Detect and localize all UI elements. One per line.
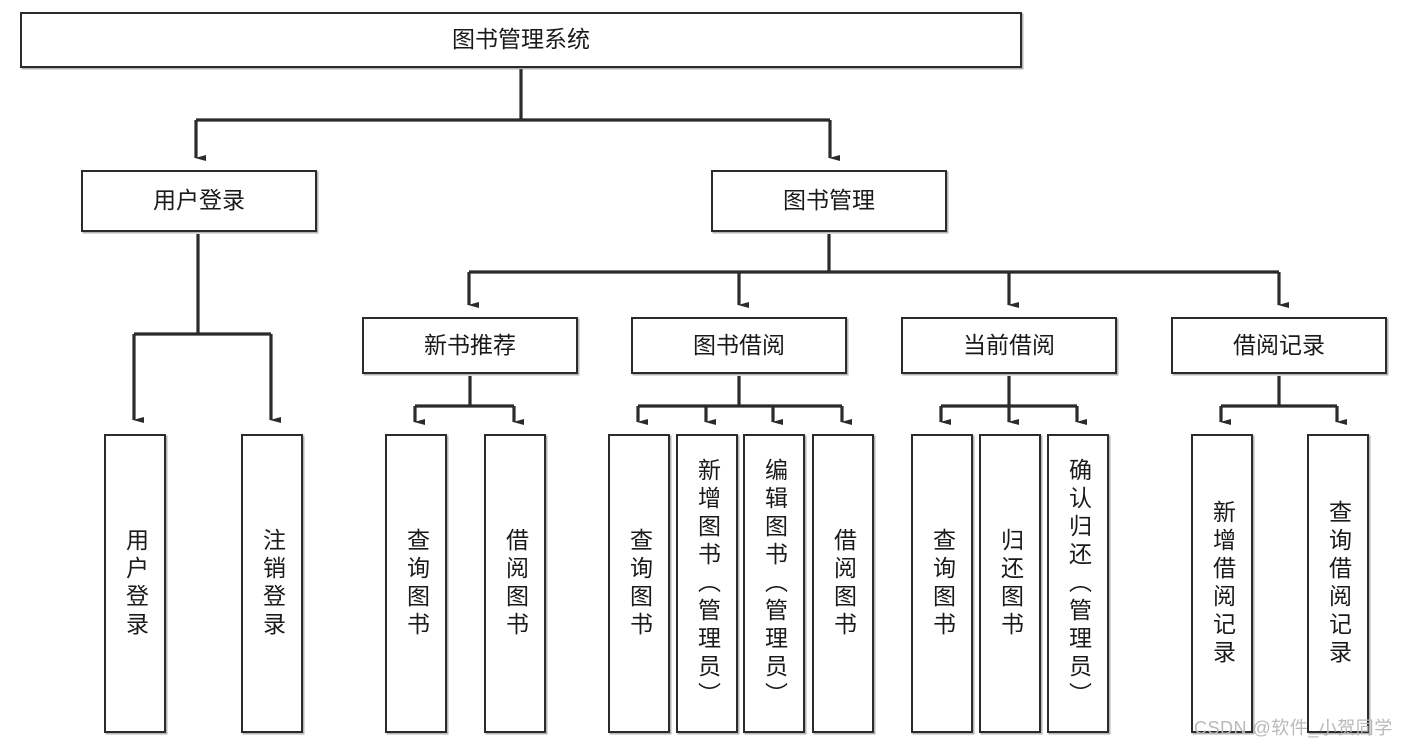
node-leaf-confirm-return-label: 确认归还（管理员）: [1065, 457, 1092, 710]
csdn-watermark: CSDN @软件_小贺同学: [1194, 718, 1393, 738]
node-leaf-confirm-return[interactable]: 确认归还（管理员）: [1047, 434, 1109, 733]
node-leaf-query-record-label: 查询借阅记录: [1325, 499, 1352, 668]
node-user-login[interactable]: 用户登录: [81, 170, 317, 232]
node-user-login-label: 用户登录: [153, 187, 245, 214]
node-leaf-query-book-1[interactable]: 查询图书: [385, 434, 447, 733]
node-leaf-query-book-2[interactable]: 查询图书: [608, 434, 670, 733]
node-leaf-user-login[interactable]: 用户登录: [104, 434, 166, 733]
node-new-book-recommend-label: 新书推荐: [424, 331, 516, 358]
node-leaf-user-logout-label: 注销登录: [259, 527, 286, 640]
node-leaf-query-book-3[interactable]: 查询图书: [911, 434, 973, 733]
node-borrow-record[interactable]: 借阅记录: [1171, 317, 1387, 374]
node-leaf-add-book-label: 新增图书（管理员）: [694, 457, 721, 710]
node-current-borrow[interactable]: 当前借阅: [901, 317, 1117, 374]
node-book-borrow[interactable]: 图书借阅: [631, 317, 847, 374]
node-root[interactable]: 图书管理系统: [20, 12, 1022, 68]
node-leaf-return-book[interactable]: 归还图书: [979, 434, 1041, 733]
node-leaf-add-book[interactable]: 新增图书（管理员）: [676, 434, 738, 733]
node-leaf-query-book-1-label: 查询图书: [403, 527, 430, 640]
node-leaf-borrow-book-1[interactable]: 借阅图书: [484, 434, 546, 733]
node-leaf-query-book-2-label: 查询图书: [626, 527, 653, 640]
node-leaf-borrow-book-2-label: 借阅图书: [830, 527, 857, 640]
node-book-manage-label: 图书管理: [783, 187, 875, 214]
node-book-manage[interactable]: 图书管理: [711, 170, 947, 232]
node-leaf-borrow-book-1-label: 借阅图书: [502, 527, 529, 640]
node-leaf-query-book-3-label: 查询图书: [929, 527, 956, 640]
node-new-book-recommend[interactable]: 新书推荐: [362, 317, 578, 374]
node-leaf-return-book-label: 归还图书: [997, 527, 1024, 640]
node-current-borrow-label: 当前借阅: [963, 331, 1055, 358]
node-leaf-add-record-label: 新增借阅记录: [1209, 499, 1236, 668]
node-borrow-record-label: 借阅记录: [1233, 331, 1325, 358]
node-leaf-edit-book-label: 编辑图书（管理员）: [761, 457, 788, 710]
node-leaf-user-logout[interactable]: 注销登录: [241, 434, 303, 733]
node-leaf-edit-book[interactable]: 编辑图书（管理员）: [743, 434, 805, 733]
node-leaf-query-record[interactable]: 查询借阅记录: [1307, 434, 1369, 733]
node-leaf-add-record[interactable]: 新增借阅记录: [1191, 434, 1253, 733]
node-leaf-user-login-label: 用户登录: [122, 527, 149, 640]
node-book-borrow-label: 图书借阅: [693, 331, 785, 358]
node-root-label: 图书管理系统: [452, 26, 590, 53]
node-leaf-borrow-book-2[interactable]: 借阅图书: [812, 434, 874, 733]
